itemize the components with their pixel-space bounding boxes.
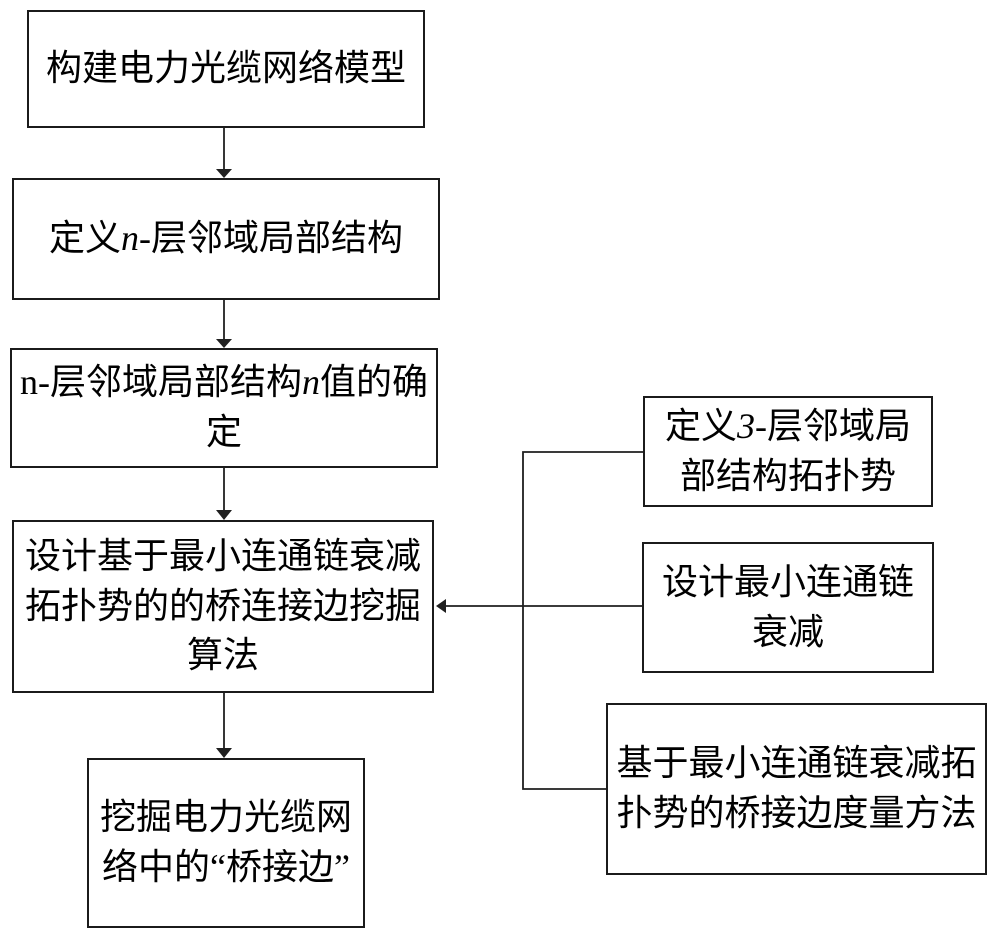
arrow-determine-to-design (216, 468, 232, 520)
arrow-define-to-determine (216, 300, 232, 348)
flow-box-label: 挖掘电力光缆网络中的“桥接边” (93, 793, 359, 892)
flow-box-label: 构建电力光缆网络模型 (46, 44, 406, 94)
label-text: 设计基于最小连通链衰减拓扑势的的桥连接边挖掘算法 (24, 535, 421, 676)
label-text: 挖掘电力光缆网络中的“桥接边” (99, 797, 352, 887)
label-text: 层邻域局部结构拓扑势 (679, 405, 912, 496)
arrow-design-to-mine (216, 693, 232, 758)
label-text: 层邻域局部结构 (151, 218, 404, 259)
flow-box-determine-n-value: n-层邻域局部结构n值的确定 (10, 348, 438, 468)
flow-box-label: 定义n-层邻域局部结构 (49, 214, 403, 264)
label-text: n-层邻域局部结构 (19, 362, 302, 403)
label-text: 值的确定 (205, 362, 428, 452)
arrow-build-to-define (216, 128, 232, 178)
flow-box-define-n-layer-neighborhood: 定义n-层邻域局部结构 (12, 178, 440, 300)
flow-box-design-bridge-edge-mining-algorithm: 设计基于最小连通链衰减拓扑势的的桥连接边挖掘算法 (12, 520, 434, 693)
label-text: 构建电力光缆网络模型 (45, 48, 406, 89)
flow-box-build-power-cable-network-model: 构建电力光缆网络模型 (27, 10, 425, 128)
label-variable-n: n (301, 362, 320, 403)
flow-box-label: 基于最小连通链衰减拓扑势的桥接边度量方法 (612, 739, 981, 838)
flow-box-bridge-edge-measurement-method: 基于最小连通链衰减拓扑势的桥接边度量方法 (606, 703, 987, 875)
label-text: 定义 (48, 218, 121, 259)
arrow-group-to-design (436, 599, 642, 613)
label-text: 定义 (664, 405, 737, 446)
flow-box-label: n-层邻域局部结构n值的确定 (16, 358, 432, 457)
flow-box-label: 设计最小连通链衰减 (648, 558, 928, 657)
label-variable-3: 3- (737, 405, 767, 446)
flow-box-define-3-layer-topology-potential: 定义3-层邻域局部结构拓扑势 (643, 396, 933, 507)
label-text: 基于最小连通链衰减拓扑势的桥接边度量方法 (616, 743, 977, 833)
flow-box-label: 定义3-层邻域局部结构拓扑势 (649, 402, 927, 501)
label-variable-n: n- (121, 218, 151, 259)
flow-box-label: 设计基于最小连通链衰减拓扑势的的桥连接边挖掘算法 (18, 532, 428, 681)
flow-box-design-min-connected-chain-attenuation: 设计最小连通链衰减 (642, 542, 934, 673)
flow-box-mine-bridge-edges: 挖掘电力光缆网络中的“桥接边” (87, 758, 365, 928)
label-text: 设计最小连通链衰减 (661, 561, 914, 652)
